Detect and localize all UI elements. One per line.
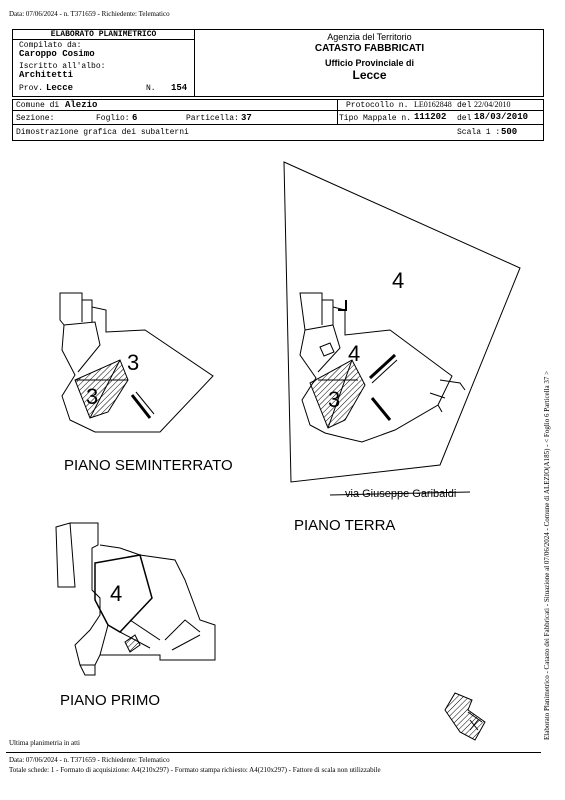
particella-value: 37 — [241, 113, 252, 123]
seminterrato-sub-a: 3 — [127, 350, 140, 375]
terra-sub-a: 4 — [392, 268, 405, 293]
terra-label: PIANO TERRA — [294, 517, 396, 534]
agency-line-1: Agenzia del Territorio — [327, 32, 412, 42]
del-value-2: 18/03/2010 — [474, 112, 529, 122]
box-title: ELABORATO PLANIMETRICO — [50, 30, 157, 39]
sezione-label: Sezione: — [16, 114, 55, 123]
prov-value: Lecce — [46, 83, 74, 93]
north-arrow-icon — [444, 692, 486, 741]
agency-line-2: CATASTO FABBRICATI — [314, 43, 425, 54]
plan-primo — [55, 522, 216, 676]
scala-value: 500 — [501, 127, 518, 137]
top-note: Data: 07/06/2024 - n. T371659 - Richiede… — [9, 10, 170, 18]
n-value: 154 — [171, 83, 188, 93]
protocollo-value: LE0162848 — [414, 100, 452, 109]
particella-label: Particella: — [186, 114, 239, 123]
elaborato-box — [12, 29, 195, 97]
del-label-2: del — [457, 114, 472, 123]
footer-line-2: Totale schede: 1 - Formato di acquisizio… — [9, 766, 381, 774]
tipo-value: 111202 — [414, 112, 447, 122]
dimostrazione-text: Dimostrazione grafica dei subalterni — [16, 128, 189, 137]
seminterrato-label: PIANO SEMINTERRATO — [64, 457, 233, 474]
street-label: via Giuseppe Garibaldi — [345, 488, 457, 500]
protocollo-label: Protocollo n. — [346, 101, 409, 110]
primo-label: PIANO PRIMO — [60, 692, 161, 709]
prov-label: Prov. — [19, 84, 44, 93]
foglio-label: Foglio: — [96, 114, 130, 123]
del-label-1: del — [457, 101, 472, 110]
agency-line-3: Ufficio Provinciale di — [324, 58, 415, 68]
agency-line-4: Lecce — [352, 68, 387, 82]
comune-value: Alezio — [65, 100, 98, 110]
comune-label: Comune di — [16, 101, 60, 110]
scala-label: Scala 1 : — [457, 128, 501, 137]
n-label: N. — [146, 84, 156, 93]
ultima-planimetria: Ultima planimetria in atti — [9, 739, 80, 747]
tipo-label: Tipo Mappale n. — [339, 114, 412, 123]
info-box — [12, 99, 544, 141]
del-value-1: 22/04/2010 — [474, 100, 511, 109]
iscritto-label: Iscritto all'albo: — [19, 62, 106, 71]
primo-sub: 4 — [110, 581, 123, 606]
seminterrato-sub-b: 3 — [86, 384, 99, 409]
footer-line-1: Data: 07/06/2024 - n. T371659 - Richiede… — [9, 756, 170, 764]
compilato-label: Compilato da: — [19, 41, 82, 50]
terra-sub-b: 4 — [348, 341, 361, 366]
compilato-value: Caroppo Cosimo — [19, 49, 95, 59]
plan-seminterrato — [59, 292, 214, 433]
iscritto-value: Architetti — [19, 70, 74, 80]
side-text: Elaborato Planimetrico - Catasto dei Fab… — [543, 370, 551, 740]
foglio-value: 6 — [132, 113, 138, 123]
plan-terra — [283, 161, 521, 496]
terra-sub-c: 3 — [328, 387, 341, 412]
